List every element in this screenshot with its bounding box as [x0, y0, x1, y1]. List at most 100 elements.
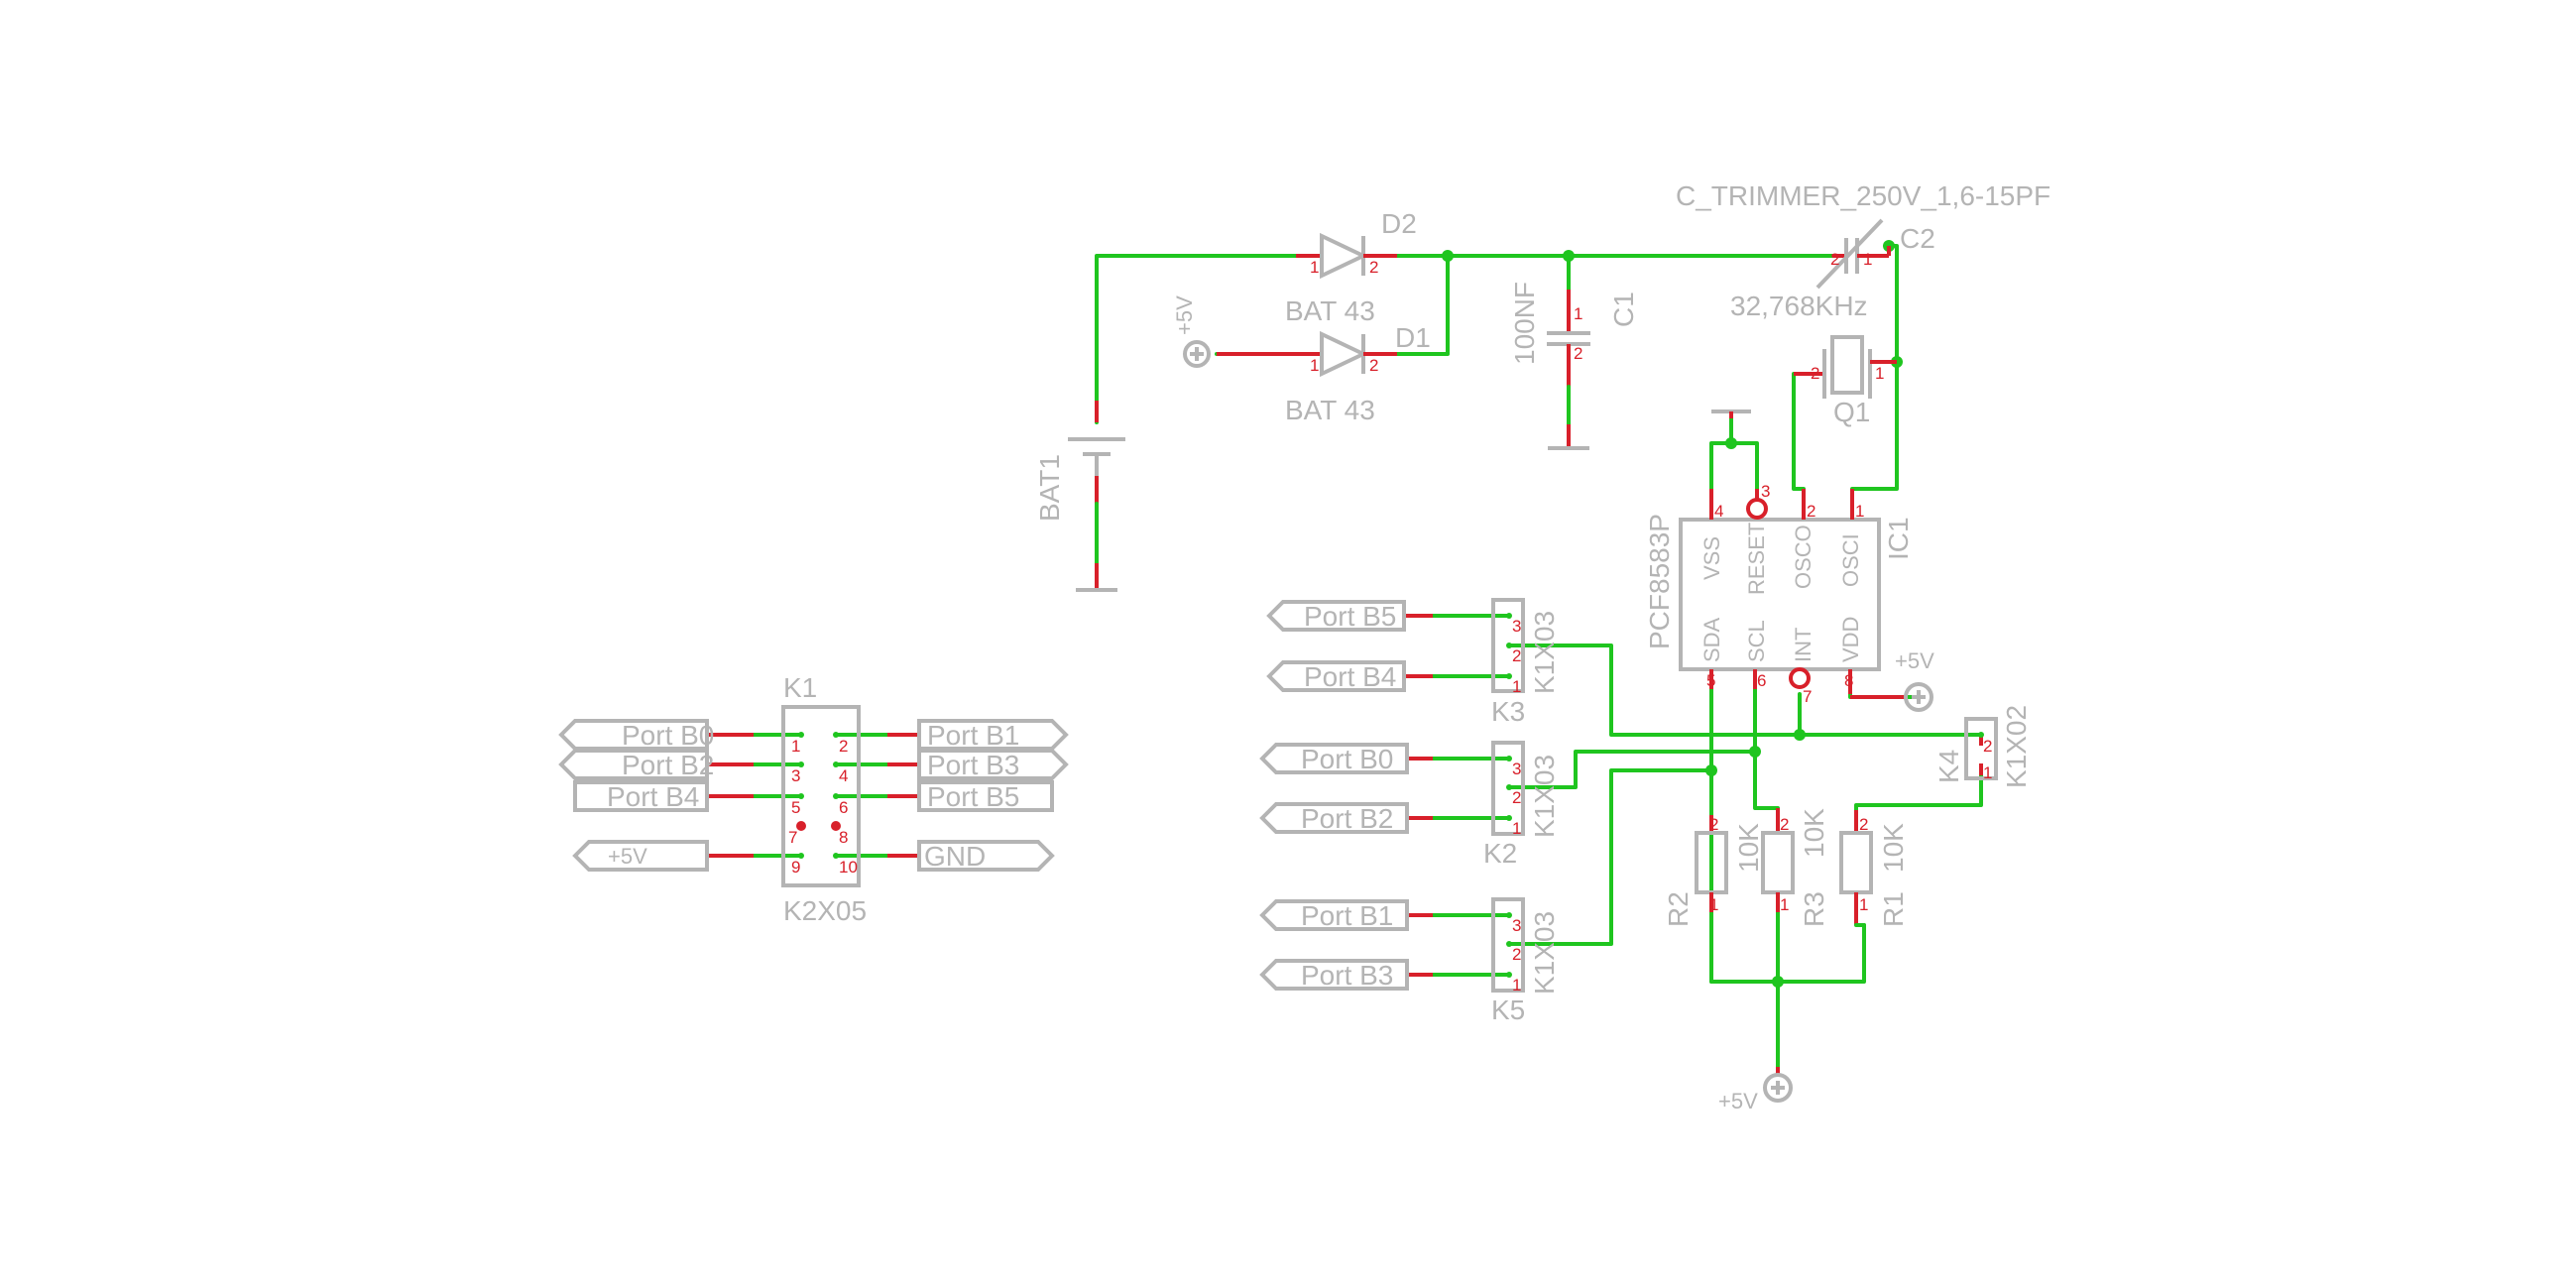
- svg-text:1: 1: [1709, 895, 1718, 914]
- ic1-name: IC1: [1883, 517, 1914, 560]
- q1-name: Q1: [1833, 397, 1870, 427]
- c1-name: C1: [1608, 292, 1639, 327]
- r1-value: 10K: [1878, 823, 1909, 873]
- svg-text:1: 1: [1310, 258, 1319, 277]
- d1-name: D1: [1395, 322, 1431, 353]
- svg-text:7: 7: [1803, 687, 1812, 706]
- k1-wires: [752, 733, 889, 858]
- r1-name: R1: [1878, 891, 1909, 927]
- k5-name: K5: [1491, 995, 1525, 1025]
- port-labels-k1-right: Port B1 Port B3 Port B5 GND: [887, 719, 1069, 872]
- connector-k4: 2 1 K4 K1X02: [1933, 705, 2032, 788]
- svg-text:1: 1: [1512, 677, 1521, 696]
- port-label-b3-k5: Port B3: [1301, 960, 1393, 991]
- k5-value: K1X03: [1529, 911, 1560, 995]
- svg-text:1: 1: [791, 737, 800, 756]
- bat1-name: BAT1: [1034, 454, 1065, 522]
- connector-k5: 3 2 1 K5 K1X03: [1491, 897, 1560, 1025]
- port-label-b5-k1: Port B5: [927, 781, 1019, 812]
- resistor-r3: 2 1 R3 10K: [1761, 808, 1829, 927]
- svg-text:8: 8: [839, 828, 848, 847]
- svg-text:6: 6: [839, 798, 848, 817]
- resistor-r2: 2 1 R2 10K: [1663, 815, 1764, 927]
- connector-k3: 3 2 1 K3 K1X03: [1491, 598, 1560, 727]
- svg-text:1: 1: [1863, 250, 1872, 269]
- svg-text:2: 2: [1512, 788, 1521, 807]
- diode-d1: 1 2 D1 BAT 43: [1217, 322, 1431, 425]
- ic-ic1: 4 3 2 1 5 6 7 8 VSS RESET OSCO OSCI SDA …: [1644, 482, 1914, 706]
- supply-plus5v-bottom: +5V: [1718, 1067, 1793, 1113]
- ground-symbol-ic: [1711, 410, 1751, 418]
- svg-text:4: 4: [1714, 502, 1723, 521]
- ic1-pin-sda: SDA: [1699, 617, 1724, 662]
- svg-text:1: 1: [1859, 895, 1868, 914]
- connector-k1: K1 K2X05 1 2 3 4 5 6 7 8 9 10: [781, 672, 867, 926]
- svg-text:1: 1: [1983, 763, 1992, 782]
- svg-text:2: 2: [1574, 344, 1582, 363]
- port-label-b1-k5: Port B1: [1301, 900, 1393, 931]
- port-label-b4-k3: Port B4: [1304, 661, 1396, 692]
- connector-k2: 3 2 1 K2 K1X03: [1483, 741, 1560, 869]
- svg-text:1: 1: [1875, 364, 1884, 383]
- battery-bat1: BAT1: [1034, 401, 1125, 592]
- c2-value: C_TRIMMER_250V_1,6-15PF: [1676, 180, 2050, 211]
- ic1-pin-vdd: VDD: [1838, 617, 1863, 662]
- svg-text:3: 3: [791, 766, 800, 785]
- svg-text:2: 2: [1830, 250, 1839, 269]
- svg-text:1: 1: [1574, 304, 1582, 323]
- svg-text:6: 6: [1757, 671, 1766, 690]
- svg-text:2: 2: [1859, 815, 1868, 834]
- svg-text:8: 8: [1844, 671, 1853, 690]
- port-label-b4-k1: Port B4: [607, 781, 699, 812]
- trimmer-capacitor-c2: 2 1 C_TRIMMER_250V_1,6-15PF C2: [1676, 180, 2050, 290]
- ic1-pin-vss: VSS: [1699, 536, 1724, 580]
- resistor-r1: 2 1 R1 10K: [1839, 810, 1909, 927]
- port-label-b2-k1: Port B2: [622, 750, 714, 780]
- svg-text:2: 2: [1709, 815, 1718, 834]
- svg-text:5: 5: [1706, 671, 1715, 690]
- svg-text:9: 9: [791, 858, 800, 877]
- svg-text:2: 2: [1369, 258, 1378, 277]
- port-label-b1-k1: Port B1: [927, 720, 1019, 751]
- r3-name: R3: [1799, 891, 1829, 927]
- q1-value: 32,768KHz: [1730, 291, 1868, 321]
- ic1-pin-osco: OSCO: [1791, 525, 1815, 589]
- port-label-b3-k1: Port B3: [927, 750, 1019, 780]
- plus5v-label-bottom: +5V: [1718, 1089, 1758, 1113]
- k1-name: K1: [783, 672, 817, 703]
- net-k4-1: [1854, 773, 1983, 812]
- svg-text:2: 2: [1369, 356, 1378, 375]
- k4-name: K4: [1933, 750, 1964, 783]
- svg-text:1: 1: [1512, 976, 1521, 995]
- k2-name: K2: [1483, 838, 1517, 869]
- k1-value: K2X05: [783, 895, 867, 926]
- port-label-b5-k3: Port B5: [1304, 601, 1396, 632]
- port-label-b2-k2: Port B2: [1301, 803, 1393, 834]
- port-label-b0-k1: Port B0: [622, 720, 714, 751]
- net-crystal-osco: [1792, 372, 1822, 491]
- svg-text:2: 2: [1983, 737, 1992, 756]
- r2-value: 10K: [1733, 823, 1764, 873]
- diode-d2: 1 2 D2 BAT 43: [1285, 208, 1417, 326]
- r3-value: 10K: [1799, 808, 1829, 858]
- svg-text:1: 1: [1780, 895, 1789, 914]
- svg-text:2: 2: [1811, 364, 1819, 383]
- port-labels-right: Port B5 Port B4 Port B0 Port B2 Port B1 …: [1259, 600, 1433, 991]
- svg-text:4: 4: [839, 766, 848, 785]
- supply-plus5v-vdd: +5V: [1850, 648, 1934, 712]
- gnd-label-k1: GND: [924, 841, 986, 872]
- ic1-pin-osci: OSCI: [1838, 533, 1863, 587]
- ic1-value: PCF8583P: [1644, 514, 1675, 649]
- crystal-q1: 2 1 32,768KHz Q1: [1730, 291, 1897, 427]
- net-bat-d2: [1095, 254, 1298, 424]
- svg-text:2: 2: [1780, 815, 1789, 834]
- plus5v-label-d1: +5V: [1172, 295, 1197, 335]
- k3-value: K1X03: [1529, 611, 1560, 694]
- svg-text:1: 1: [1310, 356, 1319, 375]
- svg-text:3: 3: [1512, 916, 1521, 935]
- svg-text:1: 1: [1512, 819, 1521, 838]
- net-r-bus: [1709, 910, 1866, 984]
- ic1-pin-reset: RESET: [1744, 523, 1769, 595]
- svg-text:7: 7: [788, 828, 797, 847]
